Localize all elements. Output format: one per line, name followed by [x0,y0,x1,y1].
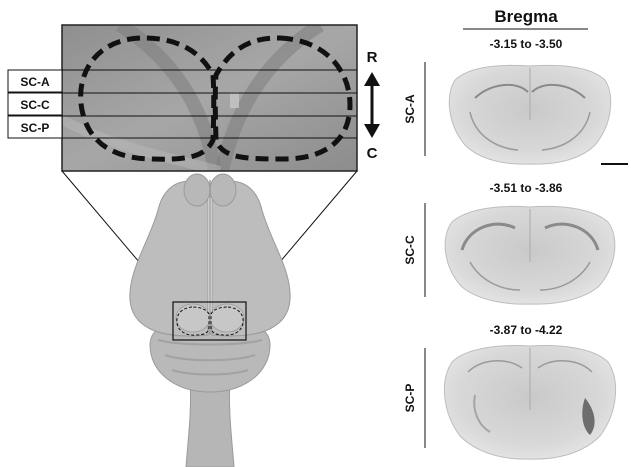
rostral-label: R [367,49,378,66]
range-sc-p: -3.87 to -4.22 [490,323,563,337]
double-arrow-icon [364,72,380,138]
brain-slice-p [444,346,615,460]
brain-illustration [130,174,290,467]
section-labels: SC-A SC-C SC-P [8,70,62,138]
range-sc-a: -3.15 to -3.50 [490,37,563,51]
slice-group-sc-c: -3.51 to -3.86 SC-C [403,181,615,304]
brain-slice-c [445,206,615,304]
label-sc-c: SC-C [20,98,50,112]
slice-label-sc-p: SC-P [403,384,417,413]
range-sc-c: -3.51 to -3.86 [490,181,563,195]
slice-label-sc-c: SC-C [403,235,417,265]
slice-group-sc-p: -3.87 to -4.22 SC-P [403,323,616,459]
caudal-label: C [367,145,378,162]
zoom-panel [62,25,357,171]
slice-label-sc-a: SC-A [403,94,417,124]
brainstem [186,380,234,467]
rostral-caudal-axis: R C [364,49,380,162]
olfactory-bulb-right [210,174,236,206]
slice-group-sc-a: -3.15 to -3.50 SC-A [403,37,628,164]
olfactory-bulb-left [184,174,210,206]
label-sc-p: SC-P [21,121,50,135]
bregma-title: Bregma [494,7,558,26]
label-sc-a: SC-A [20,75,50,89]
brain-slice-a [449,65,610,164]
